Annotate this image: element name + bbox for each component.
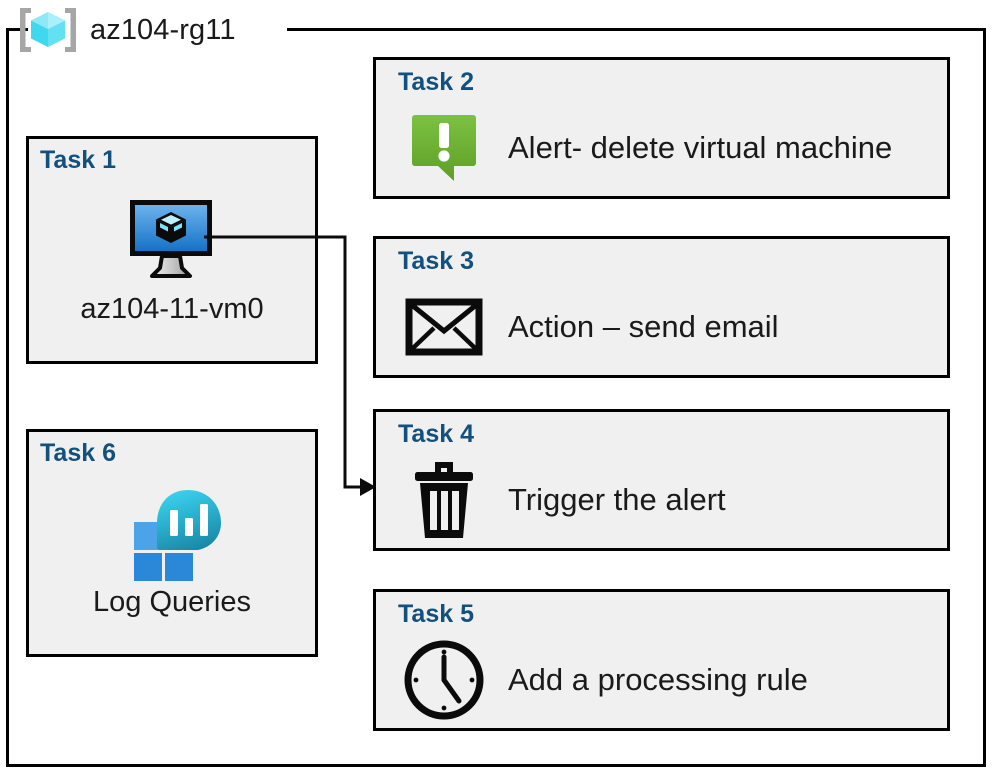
task4-label: Trigger the alert [508,482,726,518]
task2-label: Alert- delete virtual machine [508,130,893,166]
task6-caption: Log Queries [93,586,251,618]
trash-can-icon [398,460,490,540]
clock-icon [398,640,490,720]
resource-group-frame-top-right [287,28,986,31]
task2-content: Alert- delete virtual machine [398,104,937,192]
task4-title: Task 4 [398,420,474,448]
task3-title: Task 3 [398,247,474,275]
task4-card[interactable]: Task 4 Trigger the alert [373,409,950,551]
task1-caption: az104-11-vm0 [80,293,264,325]
resource-group-frame-top-left [6,28,28,31]
resource-group-header: az104-rg11 [17,3,236,57]
log-analytics-icon [29,482,315,582]
task5-title: Task 5 [398,600,474,628]
task3-content: Action – send email [398,283,937,371]
alert-exclamation-icon [398,108,490,188]
task1-card[interactable]: Task 1 [26,136,318,364]
task5-label: Add a processing rule [508,662,808,698]
resource-group-frame [6,30,986,767]
task5-card[interactable]: Task 5 Add a processing rule [373,589,950,731]
resource-group-name: az104-rg11 [90,13,236,46]
task2-title: Task 2 [398,68,474,96]
virtual-machine-icon [29,189,315,289]
task3-label: Action – send email [508,309,779,345]
task1-title: Task 1 [40,146,116,174]
task4-content: Trigger the alert [398,456,937,544]
task6-title: Task 6 [40,439,116,467]
envelope-icon [398,287,490,367]
resource-group-cube-icon [17,5,79,55]
task3-card[interactable]: Task 3 Action – send email [373,236,950,378]
task5-content: Add a processing rule [398,636,937,724]
task2-card[interactable]: Task 2 Alert- delete virtual machine [373,57,950,199]
task6-card[interactable]: Task 6 Log Queri [26,429,318,657]
